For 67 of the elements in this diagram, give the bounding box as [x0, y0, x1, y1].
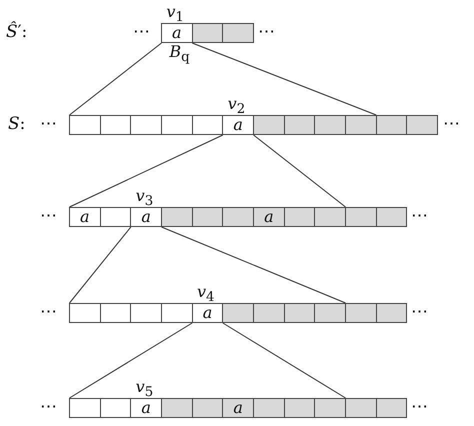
string-cell: [345, 115, 377, 135]
string-cell: [100, 207, 132, 227]
string-cell: [314, 303, 346, 323]
ellipsis: ⋯: [411, 206, 428, 226]
string-cell: [192, 23, 224, 43]
string-cell: [100, 398, 132, 418]
string-cell: [376, 207, 408, 227]
string-cell: [130, 115, 162, 135]
string-cell: [69, 303, 101, 323]
string-cell: [100, 115, 132, 135]
ellipsis: ⋯: [258, 22, 275, 42]
expansion-line: [69, 134, 224, 208]
string-cell: [161, 398, 193, 418]
string-cell: [161, 303, 193, 323]
string-cell: [284, 398, 316, 418]
string-cell: [69, 207, 101, 227]
expansion-line: [192, 42, 377, 116]
string-cell: [376, 398, 408, 418]
string-cell: [222, 303, 254, 323]
string-cell: [192, 115, 224, 135]
string-cell: [222, 23, 254, 43]
string-cell: [376, 115, 408, 135]
ellipsis: ⋯: [40, 397, 57, 417]
string-cell: [100, 303, 132, 323]
string-cell: [192, 398, 224, 418]
ellipsis: ⋯: [443, 114, 460, 134]
expansion-line: [161, 226, 346, 304]
string-cell: [130, 303, 162, 323]
string-cell: [284, 115, 316, 135]
string-cell: [284, 207, 316, 227]
string-cell: [222, 398, 254, 418]
string-cell: [253, 207, 285, 227]
string-cell: [376, 303, 408, 323]
expansion-line: [253, 134, 346, 208]
string-cell: [69, 115, 101, 135]
string-cell: [69, 398, 101, 418]
node-label: B$_{q}$: [169, 43, 190, 68]
string-cell: [314, 115, 346, 135]
string-cell: [284, 303, 316, 323]
string-cell: [253, 398, 285, 418]
string-cell: [314, 207, 346, 227]
ellipsis: ⋯: [411, 302, 428, 322]
string-cell: [345, 303, 377, 323]
string-cell: [192, 207, 224, 227]
row-label: Ŝ′:: [6, 22, 28, 42]
expansion-line: [222, 322, 346, 398]
letter: a: [263, 208, 275, 226]
ellipsis: ⋯: [40, 114, 57, 134]
expansion-line: [69, 42, 162, 116]
string-cell: [345, 398, 377, 418]
ellipsis: ⋯: [411, 397, 428, 417]
string-cell: [253, 115, 285, 135]
string-cell: [406, 115, 438, 135]
ellipsis: ⋯: [133, 22, 150, 42]
string-cell: [345, 207, 377, 227]
string-cell: [161, 207, 193, 227]
string-cell: [161, 115, 193, 135]
string-cell: [222, 207, 254, 227]
string-cell: [253, 303, 285, 323]
string-cell: [314, 398, 346, 418]
letter: a: [232, 399, 244, 417]
letter: a: [79, 208, 91, 226]
expansion-line: [69, 226, 132, 304]
ellipsis: ⋯: [40, 302, 57, 322]
expansion-line: [69, 322, 193, 398]
ellipsis: ⋯: [40, 206, 57, 226]
row-label: S:: [8, 114, 26, 134]
